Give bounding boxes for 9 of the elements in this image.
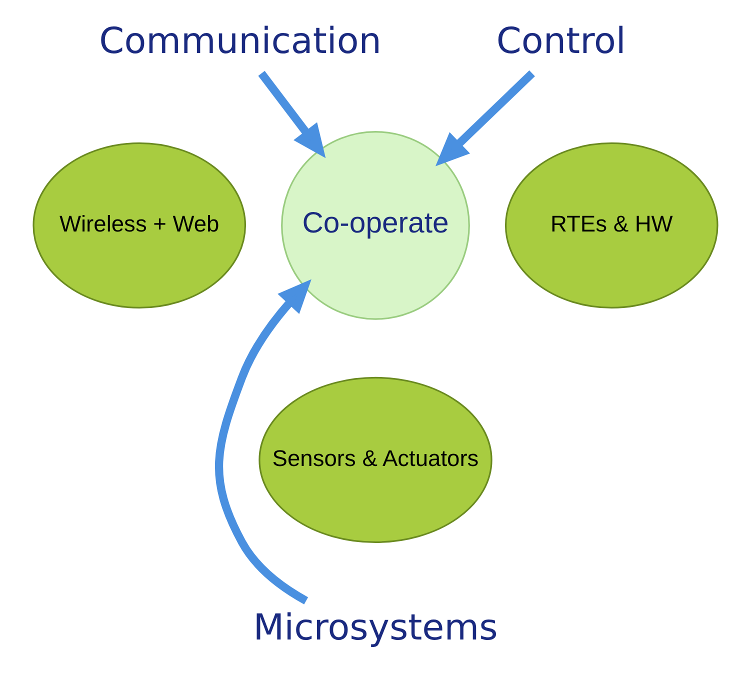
node-ellipse: Sensors & Actuators xyxy=(258,376,492,543)
node-text: Communication xyxy=(98,20,381,62)
node-ellipse: Wireless + Web xyxy=(32,142,246,308)
node-text: Control xyxy=(496,20,626,62)
arrow xyxy=(434,70,534,166)
node-text: Microsystems xyxy=(252,607,498,648)
arrow xyxy=(214,279,311,604)
arrow xyxy=(258,70,326,158)
node-ellipse: RTEs & HW xyxy=(504,142,718,308)
